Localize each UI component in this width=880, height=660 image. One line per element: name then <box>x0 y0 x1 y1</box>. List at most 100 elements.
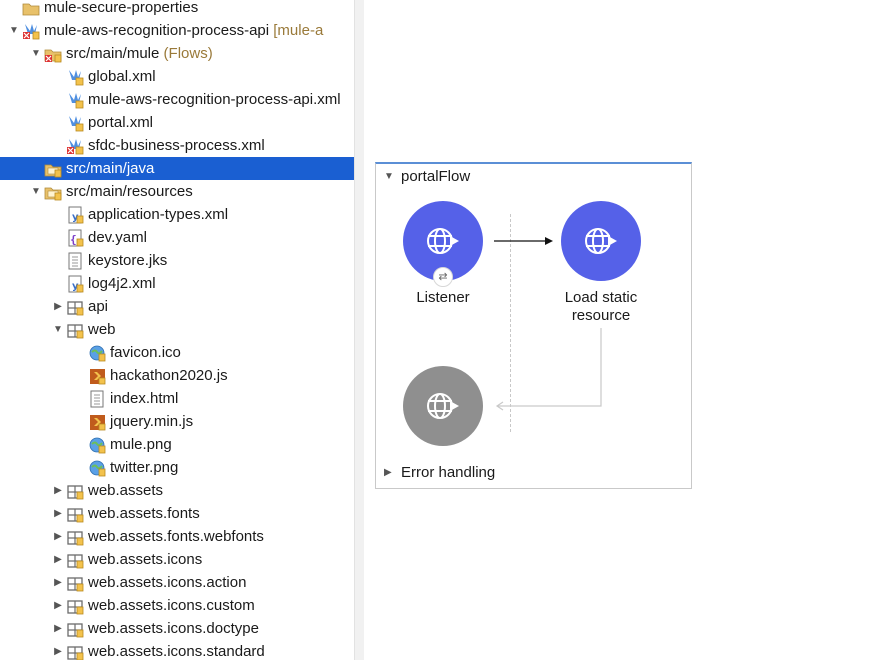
tree-item[interactable]: ▶web.assets.icons.action <box>0 571 354 594</box>
package-icon <box>66 482 84 500</box>
svg-text:y: y <box>72 281 79 292</box>
tree-item[interactable]: favicon.ico <box>0 341 354 364</box>
chevron-right-icon[interactable]: ▶ <box>54 508 62 519</box>
mule-file-icon <box>66 114 84 132</box>
tree-item[interactable]: keystore.jks <box>0 249 354 272</box>
flow-container[interactable]: ▼ portalFlow ⇄ Listener <box>375 162 692 489</box>
tree-spacer <box>52 134 64 157</box>
chevron-down-icon[interactable]: ▼ <box>31 186 41 197</box>
tree-item[interactable]: ▶ web.assets.fonts <box>0 502 354 525</box>
tree-item[interactable]: ▼src/main/mule (Flows) <box>0 42 354 65</box>
chevron-right-icon[interactable]: ▶ <box>54 623 62 634</box>
chevron-right-icon[interactable]: ▶ <box>54 646 62 657</box>
image-file-icon <box>88 436 106 454</box>
chevron-down-icon[interactable]: ▼ <box>9 25 19 36</box>
chevron-right-icon[interactable]: ▶ <box>54 600 62 611</box>
tree-item-label: mule-aws-recognition-process-api.xml <box>88 88 341 111</box>
tree-item[interactable]: portal.xml <box>0 111 354 134</box>
tree-item-label: hackathon2020.js <box>110 364 228 387</box>
tree-item-name: twitter.png <box>110 459 179 476</box>
tree-spacer <box>52 249 64 272</box>
tree-item[interactable]: hackathon2020.js <box>0 364 354 387</box>
svg-text:{: { <box>70 233 77 246</box>
tree-item-label: web.assets.fonts <box>88 502 200 525</box>
tree-item[interactable]: ▼ src/main/resources <box>0 180 354 203</box>
error-handling-label[interactable]: Error handling <box>401 464 496 481</box>
http-globe-icon <box>585 228 617 254</box>
tree-item-name: jquery.min.js <box>110 413 194 430</box>
error-handling-toggle[interactable]: ▶ <box>384 467 392 478</box>
tree-item-name: mule-aws-recognition-process-api.xml <box>88 91 341 108</box>
tree-item[interactable]: index.html <box>0 387 354 410</box>
pane-divider[interactable] <box>354 0 364 660</box>
tree-spacer <box>52 88 64 111</box>
tree-item[interactable]: src/main/java <box>0 157 354 180</box>
tree-item-name: web.assets.fonts <box>88 505 200 522</box>
source-divider-line <box>510 214 511 432</box>
tree-item-name: portal.xml <box>88 114 154 131</box>
http-globe-icon <box>427 393 459 419</box>
listener-label: Listener <box>416 289 470 306</box>
tree-item[interactable]: mule-secure-properties <box>0 0 354 19</box>
chevron-right-icon[interactable]: ▶ <box>54 554 62 565</box>
mule-file-icon <box>66 68 84 86</box>
tree-item[interactable]: sfdc-business-process.xml <box>0 134 354 157</box>
tree-item-name: web <box>88 321 116 338</box>
tree-item[interactable]: ▶ web.assets.icons.custom <box>0 594 354 617</box>
tree-item-label: global.xml <box>88 65 156 88</box>
chevron-right-icon[interactable]: ▶ <box>54 577 62 588</box>
tree-item-name: mule-aws-recognition-process-api <box>44 22 270 39</box>
tree-item-name: web.assets.icons.custom <box>88 597 255 614</box>
folder-icon <box>22 0 40 17</box>
tree-item[interactable]: {dev.yaml <box>0 226 354 249</box>
tree-item[interactable]: ▶web.assets.icons <box>0 548 354 571</box>
connector-return-arrowhead <box>495 401 504 411</box>
tree-spacer <box>74 341 86 364</box>
tree-item[interactable]: ▼ web <box>0 318 354 341</box>
tree-item-label: mule.png <box>110 433 172 456</box>
tree-item-label: twitter.png <box>110 456 178 479</box>
package-icon <box>66 551 84 569</box>
tree-spacer <box>52 203 64 226</box>
tree-spacer <box>52 226 64 249</box>
tree-item-name: application-types.xml <box>88 206 229 223</box>
tree-item[interactable]: global.xml <box>0 65 354 88</box>
tree-item[interactable]: mule-aws-recognition-process-api.xml <box>0 88 354 111</box>
load-static-resource-node[interactable] <box>561 201 641 281</box>
tree-item-name: index.html <box>110 390 179 407</box>
chevron-right-icon[interactable]: ▶ <box>54 485 62 496</box>
tree-item-name: keystore.jks <box>88 252 168 269</box>
tree-item[interactable]: ▶api <box>0 295 354 318</box>
tree-item-name: web.assets.icons.standard <box>88 643 265 660</box>
package-icon <box>66 620 84 638</box>
source-folder-icon <box>44 160 62 178</box>
tree-item[interactable]: jquery.min.js <box>0 410 354 433</box>
connector-arrowhead <box>545 237 553 245</box>
tree-item[interactable]: ▶ web.assets <box>0 479 354 502</box>
tree-item-label: src/main/resources <box>66 180 193 203</box>
tree-item[interactable]: ▼mule-aws-recognition-process-api [mule-… <box>0 19 354 42</box>
js-file-icon <box>88 367 106 385</box>
image-file-icon <box>88 344 106 362</box>
tree-item[interactable]: ▶web.assets.icons.doctype <box>0 617 354 640</box>
mule-folder-icon <box>44 45 62 63</box>
chevron-down-icon[interactable]: ▼ <box>31 48 41 59</box>
tree-item[interactable]: mule.png <box>0 433 354 456</box>
tree-item[interactable]: twitter.png <box>0 456 354 479</box>
tree-item[interactable]: ▶ web.assets.icons.standard <box>0 640 354 660</box>
chevron-right-icon[interactable]: ▶ <box>54 531 62 542</box>
flow-collapse-toggle[interactable]: ▼ <box>384 171 394 182</box>
tree-item-label: src/main/java <box>66 157 154 180</box>
tree-item[interactable]: ▶ web.assets.fonts.webfonts <box>0 525 354 548</box>
response-node[interactable] <box>403 366 483 446</box>
tree-item-label: web.assets.fonts.webfonts <box>88 525 264 548</box>
tree-item-label: web.assets <box>88 479 163 502</box>
load-static-resource-label: Load static resource <box>564 289 638 324</box>
flow-title[interactable]: portalFlow <box>401 168 471 185</box>
chevron-right-icon[interactable]: ▶ <box>54 301 62 312</box>
tree-item-name: src/main/java <box>66 160 155 177</box>
xml-file-icon: y <box>66 275 84 293</box>
chevron-down-icon[interactable]: ▼ <box>53 324 63 335</box>
